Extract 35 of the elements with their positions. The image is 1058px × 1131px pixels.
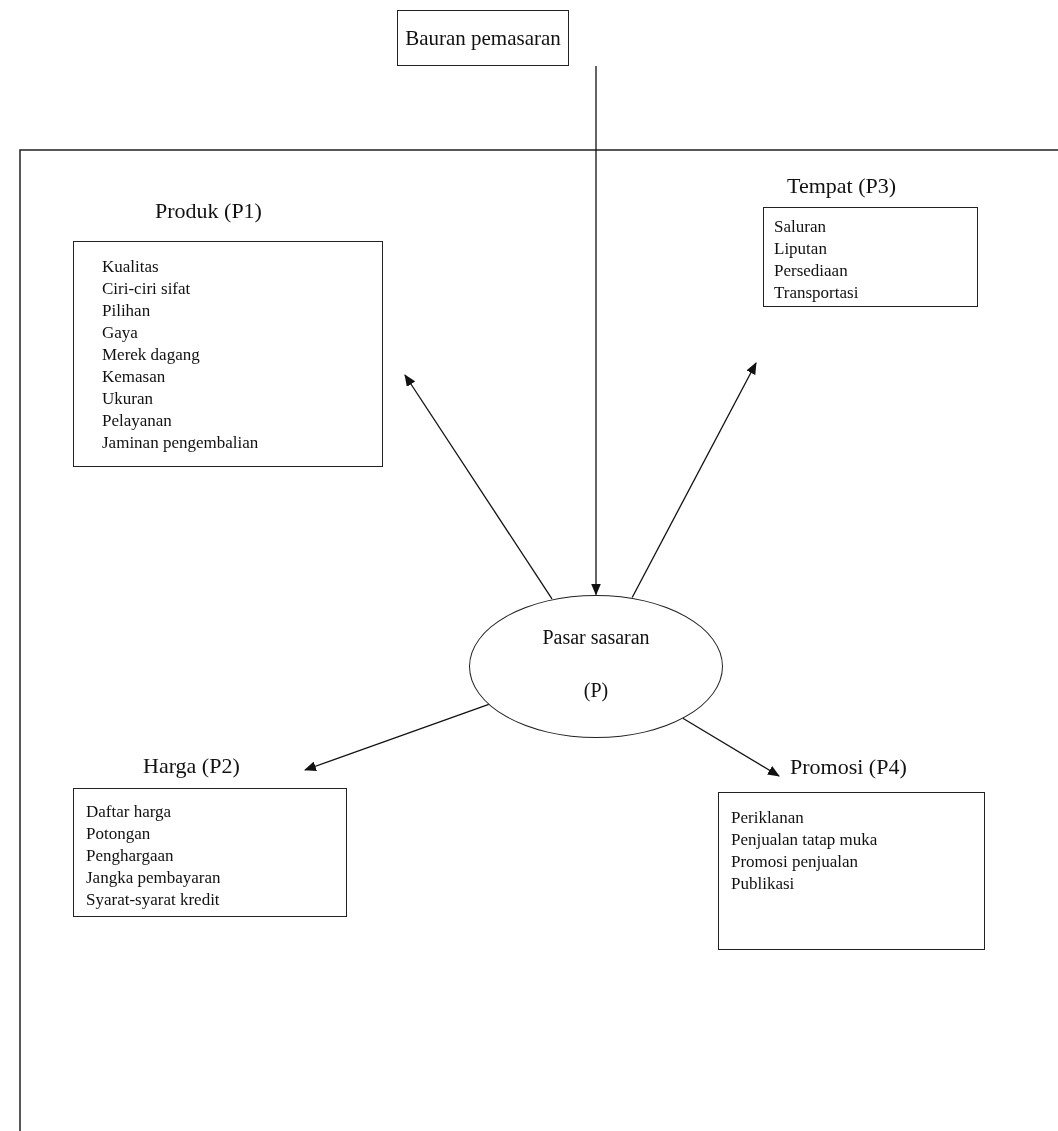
list-item: Penghargaan [86, 845, 175, 867]
list-item: Syarat-syarat kredit [86, 889, 221, 911]
list-item: Ciri-ciri sifat [102, 278, 192, 300]
list-item: Periklanan [731, 807, 805, 829]
list-item: Kualitas [102, 256, 160, 278]
list-item: Pelayanan [102, 410, 173, 432]
list-item: Promosi penjualan [731, 851, 859, 873]
list-item: Transportasi [774, 282, 860, 304]
arrow [631, 362, 757, 599]
list-item: Liputan [774, 238, 828, 260]
list-item: Pilihan [102, 300, 152, 322]
ellipse-text: Pasar sasaran [541, 626, 651, 649]
list-item: Publikasi [731, 873, 796, 895]
arrow [591, 65, 601, 596]
list-item: Jangka pembayaran [86, 867, 222, 889]
ellipse-node [469, 595, 723, 738]
category-heading: Tempat (P3) [787, 173, 897, 199]
list-item: Ukuran [102, 388, 154, 410]
list-item: Penjualan tatap muka [731, 829, 879, 851]
list-item: Daftar harga [86, 801, 173, 823]
arrow [304, 703, 490, 771]
list-item: Jaminan pengembalian [102, 432, 260, 454]
list-item: Gaya [102, 322, 139, 344]
ellipse-text: (P) [582, 679, 610, 702]
list-item: Kemasan [102, 366, 167, 388]
category-heading: Produk (P1) [155, 198, 262, 224]
category-heading: Promosi (P4) [790, 754, 907, 780]
list-item: Merek dagang [102, 344, 201, 366]
list-item: Potongan [86, 823, 152, 845]
arrow [404, 374, 553, 600]
label-box: Bauran pemasaran [397, 10, 569, 66]
list-item: Persediaan [774, 260, 849, 282]
list-item: Saluran [774, 216, 827, 238]
arrow [682, 717, 780, 777]
category-heading: Harga (P2) [143, 753, 240, 779]
